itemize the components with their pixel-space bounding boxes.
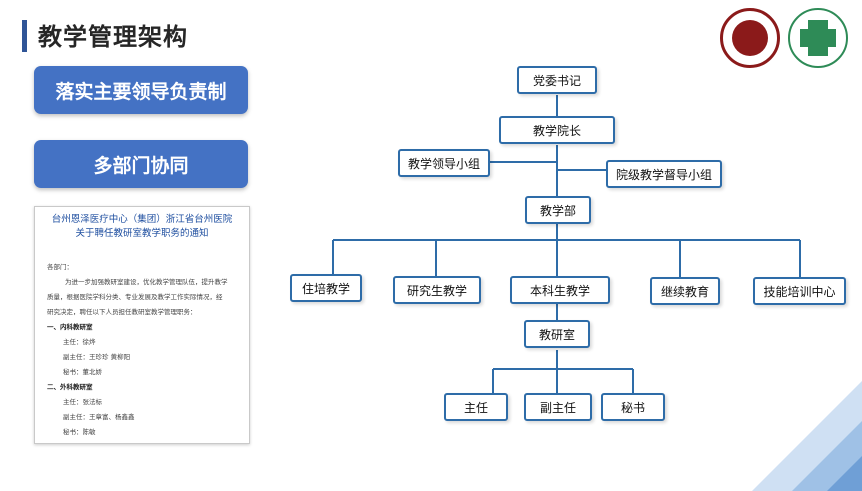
notice-line: 副主任：王章富、杨鑫鑫 — [63, 413, 135, 421]
logos — [720, 8, 850, 74]
notice-line: 研究决定，聘任以下人员担任教研室教学管理职务： — [47, 308, 197, 316]
teaching-leadership-group-node[interactable]: 教学领导小组 — [398, 149, 490, 177]
notice-section-heading: 二、外科教研室 — [47, 383, 93, 391]
notice-title-line2: 关于聘任教研室教学职务的通知 — [75, 228, 209, 239]
teaching-department-node[interactable]: 教学部 — [525, 196, 591, 224]
corner-decoration — [752, 381, 862, 491]
multi-department-button[interactable]: 多部门协同 — [34, 140, 248, 188]
teaching-dean-node[interactable]: 教学院长 — [499, 116, 615, 144]
notice-line: 为进一步加强教研室建设，优化教学管理队伍，提升教学 — [65, 278, 228, 286]
notice-line: 副主任：王珍珍 黄柳阳 — [63, 353, 131, 361]
graduate-teaching-node[interactable]: 研究生教学 — [393, 276, 481, 304]
notice-line: 质量，根据医院学科分类、专业发展及教学工作实际情况，经 — [47, 293, 223, 301]
skills-training-center-node[interactable]: 技能培训中心 — [753, 277, 846, 305]
deputy-director-node[interactable]: 副主任 — [524, 393, 592, 421]
continuing-education-node[interactable]: 继续教育 — [650, 277, 720, 305]
notice-section-heading: 一、内科教研室 — [47, 323, 93, 331]
secretary-node[interactable]: 秘书 — [601, 393, 665, 421]
party-secretary-node[interactable]: 党委书记 — [517, 66, 597, 94]
taizhou-hospital-logo-icon — [788, 8, 848, 68]
resident-training-node[interactable]: 住培教学 — [290, 274, 362, 302]
teaching-research-office-node[interactable]: 教研室 — [524, 320, 590, 348]
notice-line: 秘书：陈敏 — [63, 428, 96, 436]
appointment-notice-document: 台州恩泽医疗中心（集团）浙江省台州医院 关于聘任教研室教学职务的通知 各部门： … — [34, 206, 250, 444]
notice-line: 主任：徐烨 — [63, 338, 96, 346]
wenzhou-medical-university-logo-icon — [720, 8, 780, 68]
leadership-responsibility-button[interactable]: 落实主要领导负责制 — [34, 66, 248, 114]
title-accent-bar — [22, 20, 27, 52]
notice-line: 主任：张法标 — [63, 398, 102, 406]
notice-line: 各部门： — [47, 263, 73, 271]
director-node[interactable]: 主任 — [444, 393, 508, 421]
page-title: 教学管理架构 — [38, 23, 188, 51]
undergraduate-teaching-node[interactable]: 本科生教学 — [510, 276, 610, 304]
notice-title-line1: 台州恩泽医疗中心（集团）浙江省台州医院 — [51, 214, 233, 225]
notice-line: 秘书：董北娇 — [63, 368, 102, 376]
teaching-supervision-group-node[interactable]: 院级教学督导小组 — [606, 160, 722, 188]
